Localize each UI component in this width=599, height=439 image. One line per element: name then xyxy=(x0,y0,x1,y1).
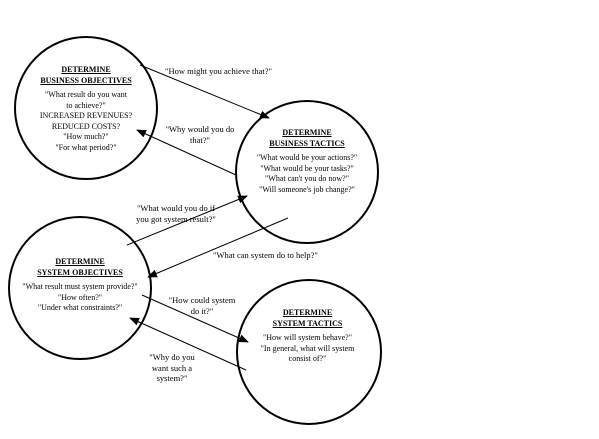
business-objectives-node: DETERMINE BUSINESS OBJECTIVES "What resu… xyxy=(16,65,156,153)
system-tactics-line-1: "How will system behave?" xyxy=(263,333,352,342)
system-tactics-title-2: SYSTEM TACTICS xyxy=(272,318,343,328)
edge-label-what-can-system-do: "What can system do to help?" xyxy=(213,250,318,260)
edge-label-what-would-you-do-2: you got system result?" xyxy=(136,213,216,224)
business-tactics-title-2: BUSINESS TACTICS xyxy=(269,138,345,148)
arrow-what-can-system-do xyxy=(147,217,289,278)
business-objectives-line-2: to achieve?" xyxy=(66,100,106,110)
business-objectives-title-1: DETERMINE xyxy=(61,65,111,74)
edge-label-what-would-you-do-1: "What would you do if xyxy=(136,203,216,213)
edge-label-how-achieve: "How might you achieve that?" xyxy=(165,66,273,76)
arrow-how-achieve xyxy=(139,64,270,119)
system-objectives-circle xyxy=(8,216,152,360)
edge-label-how-could-system-1: "How could system xyxy=(168,295,236,305)
edge-label-why-system-2: want such a xyxy=(151,362,193,373)
business-objectives-line-4: REDUCED COSTS? xyxy=(51,121,121,131)
business-objectives-line-5: "How much?" xyxy=(63,132,109,141)
arrow-why-do-that xyxy=(136,129,237,176)
business-tactics-line-2: "What would be your tasks?" xyxy=(260,163,354,173)
arrow-why-system xyxy=(129,317,247,371)
edge-label-why-do-that-1: "Why would you do xyxy=(165,124,235,134)
edge-label-why-do-that: "Why would you do that?" xyxy=(155,124,245,145)
system-tactics-node: DETERMINE SYSTEM TACTICS "How will syste… xyxy=(245,308,370,365)
arrow-what-would-you-do xyxy=(126,195,248,246)
business-tactics-line-3: "What can't you do now?" xyxy=(265,174,349,183)
business-tactics-circle xyxy=(235,100,379,244)
system-tactics-title-1: DETERMINE xyxy=(282,308,333,317)
edge-label-why-system-1: "Why do you xyxy=(149,352,195,362)
system-tactics-circle xyxy=(236,279,382,425)
edge-label-why-do-that-2: that?" xyxy=(190,134,210,145)
edge-label-what-would-you-do: "What would you do if you got system res… xyxy=(116,203,236,224)
system-tactics-line-2: "In general, what will system xyxy=(260,343,355,353)
system-objectives-node: DETERMINE SYSTEM OBJECTIVES "What result… xyxy=(10,257,150,314)
business-tactics-node: DETERMINE BUSINESS TACTICS "What would b… xyxy=(238,128,376,195)
edge-label-how-could-system-2: do it?" xyxy=(190,305,214,316)
business-tactics-line-4: "Will someone's job change?" xyxy=(259,184,355,194)
business-tactics-line-1: "What would be your actions?" xyxy=(256,153,358,162)
system-objectives-title-2: SYSTEM OBJECTIVES xyxy=(37,267,123,277)
business-objectives-title-2: BUSINESS OBJECTIVES xyxy=(40,75,132,85)
business-objectives-line-3: INCREASED REVENUES? xyxy=(39,111,133,120)
system-objectives-line-2: "How often?" xyxy=(57,292,103,302)
business-tactics-title-1: DETERMINE xyxy=(282,128,332,137)
edge-label-how-could-system: "How could system do it?" xyxy=(157,295,247,316)
system-objectives-title-1: DETERMINE xyxy=(55,257,105,266)
business-objectives-line-6: "For what period?" xyxy=(55,142,117,152)
edge-label-why-system: "Why do you want such a system?" xyxy=(132,352,212,384)
system-objectives-line-1: "What result must system provide?" xyxy=(22,282,138,291)
system-objectives-line-3: "Under what constraints?" xyxy=(37,303,123,312)
system-tactics-line-3: consist of?" xyxy=(288,354,327,363)
arrow-how-could-system xyxy=(141,294,249,343)
business-objectives-circle xyxy=(14,36,158,180)
edge-label-why-system-3: system?" xyxy=(156,373,188,383)
business-objectives-line-1: "What result do you want xyxy=(45,90,127,99)
